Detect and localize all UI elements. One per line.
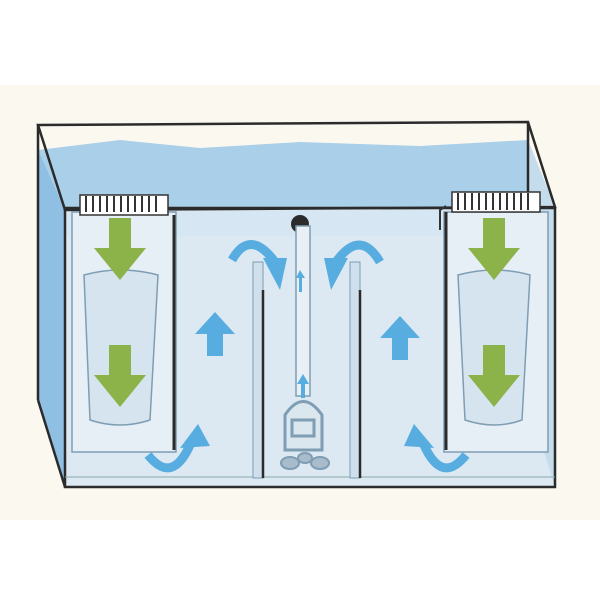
- return-pump: [280, 215, 330, 470]
- curve-arrow-icon: [419, 443, 470, 473]
- curve-arrow-icon: [144, 443, 195, 473]
- arrow-head-icon: [404, 424, 434, 448]
- arrow-head-icon: [263, 258, 287, 290]
- arrow-head-icon: [324, 258, 348, 290]
- arrow-up-icon: [297, 374, 309, 398]
- arrow-up-icon: [296, 270, 305, 292]
- curve-arrow-icon: [228, 240, 279, 265]
- curve-arrow-icon: [332, 240, 384, 265]
- curved-flow-arrows: [144, 240, 470, 473]
- tank-frame: [36, 120, 557, 489]
- water-side-left: [38, 150, 65, 487]
- blue-arrows: [195, 270, 420, 398]
- baffle-right: [349, 261, 362, 479]
- arrow-head-icon: [180, 424, 210, 448]
- baffle-left: [252, 261, 265, 479]
